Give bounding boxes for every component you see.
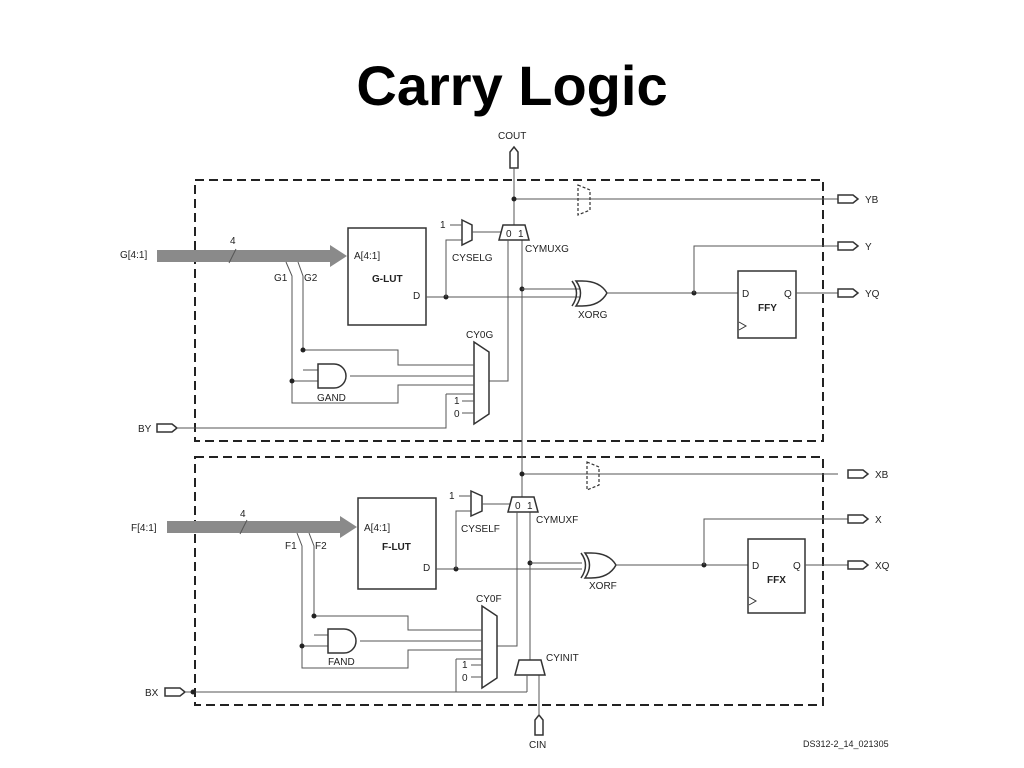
f1-label: F1: [285, 541, 297, 552]
g-bus-label: G[4:1]: [120, 250, 147, 261]
cy0f-mux: CY0F 1 0: [360, 594, 502, 690]
f2-label: F2: [315, 541, 327, 552]
g-tap-wires: [285, 261, 446, 404]
cy0f-label: CY0F: [476, 594, 502, 605]
xb-buffer: [586, 461, 600, 491]
g-bus-width: 4: [230, 236, 236, 247]
cy0g-one: 1: [454, 396, 460, 407]
ffx-q: Q: [793, 561, 801, 572]
cymuxf-sel0: 0: [515, 501, 521, 512]
y-label: Y: [865, 242, 872, 253]
ffx-name: FFX: [767, 575, 786, 586]
cyself-const: 1: [449, 491, 455, 502]
g1-label: G1: [274, 273, 288, 284]
ffx-flip-flop: D Q FFX: [747, 538, 848, 614]
y-port: Y: [837, 241, 872, 253]
cyinit-label: CYINIT: [546, 653, 579, 664]
xb-label: XB: [875, 470, 889, 481]
slide-title: Carry Logic: [356, 54, 668, 117]
fand-gate: FAND: [327, 628, 357, 668]
xorg-output-wires: [607, 245, 838, 296]
cymuxg-sel0: 0: [506, 229, 512, 240]
xorg-gate: XORG: [571, 280, 608, 321]
g-input-bus: G[4:1] 4: [120, 236, 347, 267]
g-lut: A[4:1] G-LUT D: [347, 227, 427, 326]
g2-label: G2: [304, 273, 318, 284]
x-label: X: [875, 515, 882, 526]
bx-port: BX: [145, 659, 527, 699]
ffx-d: D: [752, 561, 759, 572]
cymuxg-label: CYMUXG: [525, 244, 569, 255]
xq-label: XQ: [875, 561, 890, 572]
cymuxg-sel1: 1: [518, 229, 524, 240]
figure-id: DS312-2_14_021305: [803, 739, 889, 749]
ffy-name: FFY: [758, 303, 777, 314]
cyself-label: CYSELF: [461, 524, 500, 535]
f-lut-name: F-LUT: [382, 542, 411, 553]
xorf-gate: XORF: [580, 552, 617, 592]
cy0g-zero: 0: [454, 409, 460, 420]
f-input-bus: F[4:1] 4: [131, 509, 357, 538]
yq-port: YQ: [837, 288, 880, 300]
cyselg-mux: 1 CYSELG: [440, 218, 501, 264]
f-lut-out: D: [423, 563, 430, 574]
yq-label: YQ: [865, 289, 880, 300]
cymuxg-mux: 0 1 CYMUXG: [489, 224, 569, 382]
ffy-q: Q: [784, 289, 792, 300]
xq-port: XQ: [847, 560, 890, 572]
f-tap-wires: [296, 532, 456, 669]
xb-port: XB: [847, 469, 889, 481]
yb-port: YB: [837, 194, 879, 206]
by-label: BY: [138, 424, 152, 435]
cymuxf-label: CYMUXF: [536, 515, 578, 526]
xorf-output-wires: [616, 518, 848, 568]
xorg-label: XORG: [578, 310, 608, 321]
cin-label: CIN: [529, 740, 546, 751]
f-lut: A[4:1] F-LUT D: [357, 497, 437, 590]
cout-label: COUT: [498, 131, 526, 142]
cymuxf-sel1: 1: [527, 501, 533, 512]
g-lut-out: D: [413, 291, 420, 302]
g-lut-addr: A[4:1]: [354, 251, 380, 262]
fand-label: FAND: [328, 657, 355, 668]
top-slice-boundary: [194, 179, 824, 442]
ffy-flip-flop: D Q FFY: [737, 270, 838, 339]
cy0f-zero: 0: [462, 673, 468, 684]
cy0g-mux: CY0G 1 0: [350, 330, 493, 426]
ffy-d: D: [742, 289, 749, 300]
x-port: X: [847, 514, 882, 526]
carry-chain-wires: [511, 168, 838, 715]
cy0f-one: 1: [462, 660, 468, 671]
yb-label: YB: [865, 195, 879, 206]
f-bus-width: 4: [240, 509, 246, 520]
cy0g-label: CY0G: [466, 330, 493, 341]
cyinit-mux: CYINIT: [514, 653, 579, 692]
gand-label: GAND: [317, 393, 346, 404]
cymuxf-mux: 0 1 CYMUXF: [497, 496, 578, 647]
yb-buffer: [577, 184, 591, 216]
f-bus-label: F[4:1]: [131, 523, 157, 534]
gand-gate: GAND: [317, 363, 347, 404]
cin-port: CIN: [529, 713, 546, 751]
cyselg-label: CYSELG: [452, 253, 493, 264]
cyself-mux: 1 CYSELF: [449, 489, 510, 535]
by-port: BY: [138, 394, 447, 435]
xorf-label: XORF: [589, 581, 617, 592]
f-lut-output-wires: [436, 510, 582, 572]
cyselg-const: 1: [440, 220, 446, 231]
f-lut-addr: A[4:1]: [364, 523, 390, 534]
bottom-slice-boundary: [194, 456, 824, 706]
g-lut-output-wires: [426, 239, 582, 300]
g-lut-name: G-LUT: [372, 274, 403, 285]
cout-port: COUT: [498, 131, 526, 169]
bx-label: BX: [145, 688, 159, 699]
